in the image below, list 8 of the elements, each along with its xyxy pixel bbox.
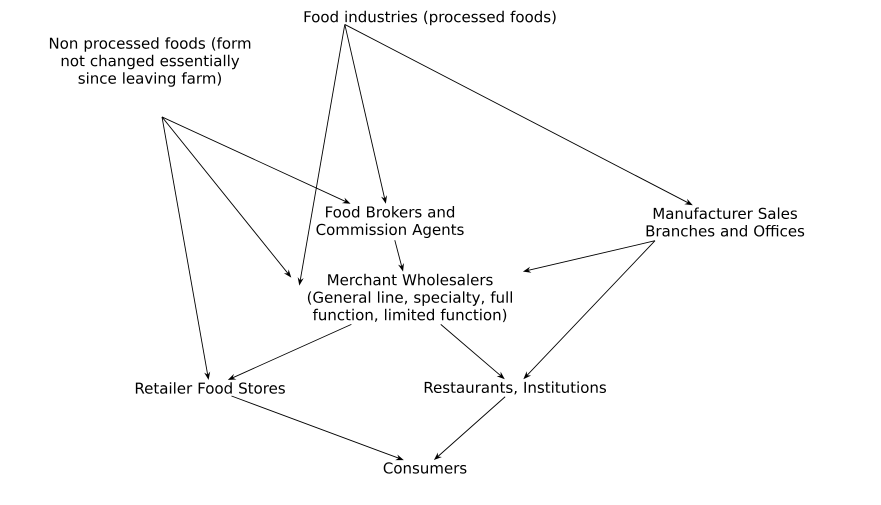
label-text: Food industries (processed foods)	[304, 10, 556, 26]
label-text: Non processed foods (form not changed essentially since leaving farm)	[50, 37, 250, 87]
label-text: Consumers	[384, 462, 466, 474]
label-text: Manufacturer Sales Branches and Offices	[646, 207, 804, 237]
label-text: Retailer Food Stores	[136, 382, 285, 394]
label-text: Merchant Wholesalers (General line, specialty, full function, limited function)	[308, 274, 512, 322]
label-text: Food Brokers and Commission Agents	[316, 206, 464, 238]
label-text: Restaurants, Institutions	[424, 381, 606, 395]
